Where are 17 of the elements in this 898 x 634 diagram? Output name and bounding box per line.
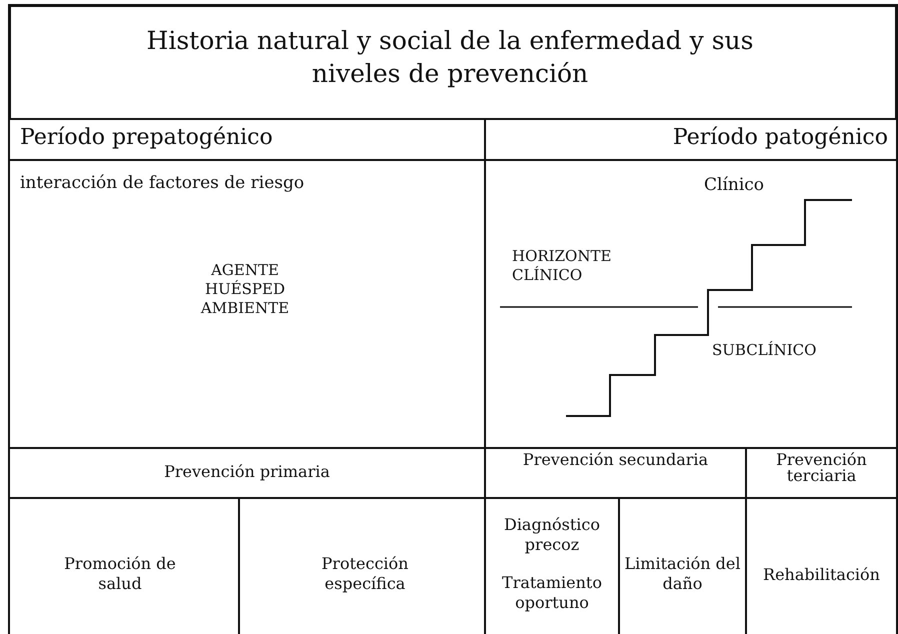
factor-list: AGENTE HUÉSPED AMBIENTE — [190, 261, 300, 318]
period-heading: Período prepatogénico — [20, 124, 274, 152]
period-heading: Período patogénico — [672, 124, 888, 152]
measure-label: Rehabilitación — [762, 565, 881, 585]
horizon-label: HORIZONTE CLÍNICO — [512, 247, 612, 284]
measure-label: Limitación del daño — [624, 554, 742, 594]
measure-label: Promoción de salud — [63, 554, 177, 594]
prevention-heading: Prevención secundaria — [522, 452, 710, 468]
prevention-heading: Prevención primaria — [163, 462, 331, 482]
measure-label: Diagnóstico precoz — [502, 515, 601, 555]
prevention-heading: Prevención terciaria — [775, 452, 868, 484]
panel-heading: interacción de factores de riesgo — [20, 173, 306, 194]
stage-label: Clínico — [704, 175, 766, 196]
title: Historia natural y social de la enfermedad y sus niveles de prevención — [146, 25, 754, 90]
stage-label: SUBCLÍNICO — [712, 341, 818, 360]
measure-label: Protección específica — [320, 554, 410, 594]
measure-label: Tratamiento oportuno — [501, 573, 603, 613]
